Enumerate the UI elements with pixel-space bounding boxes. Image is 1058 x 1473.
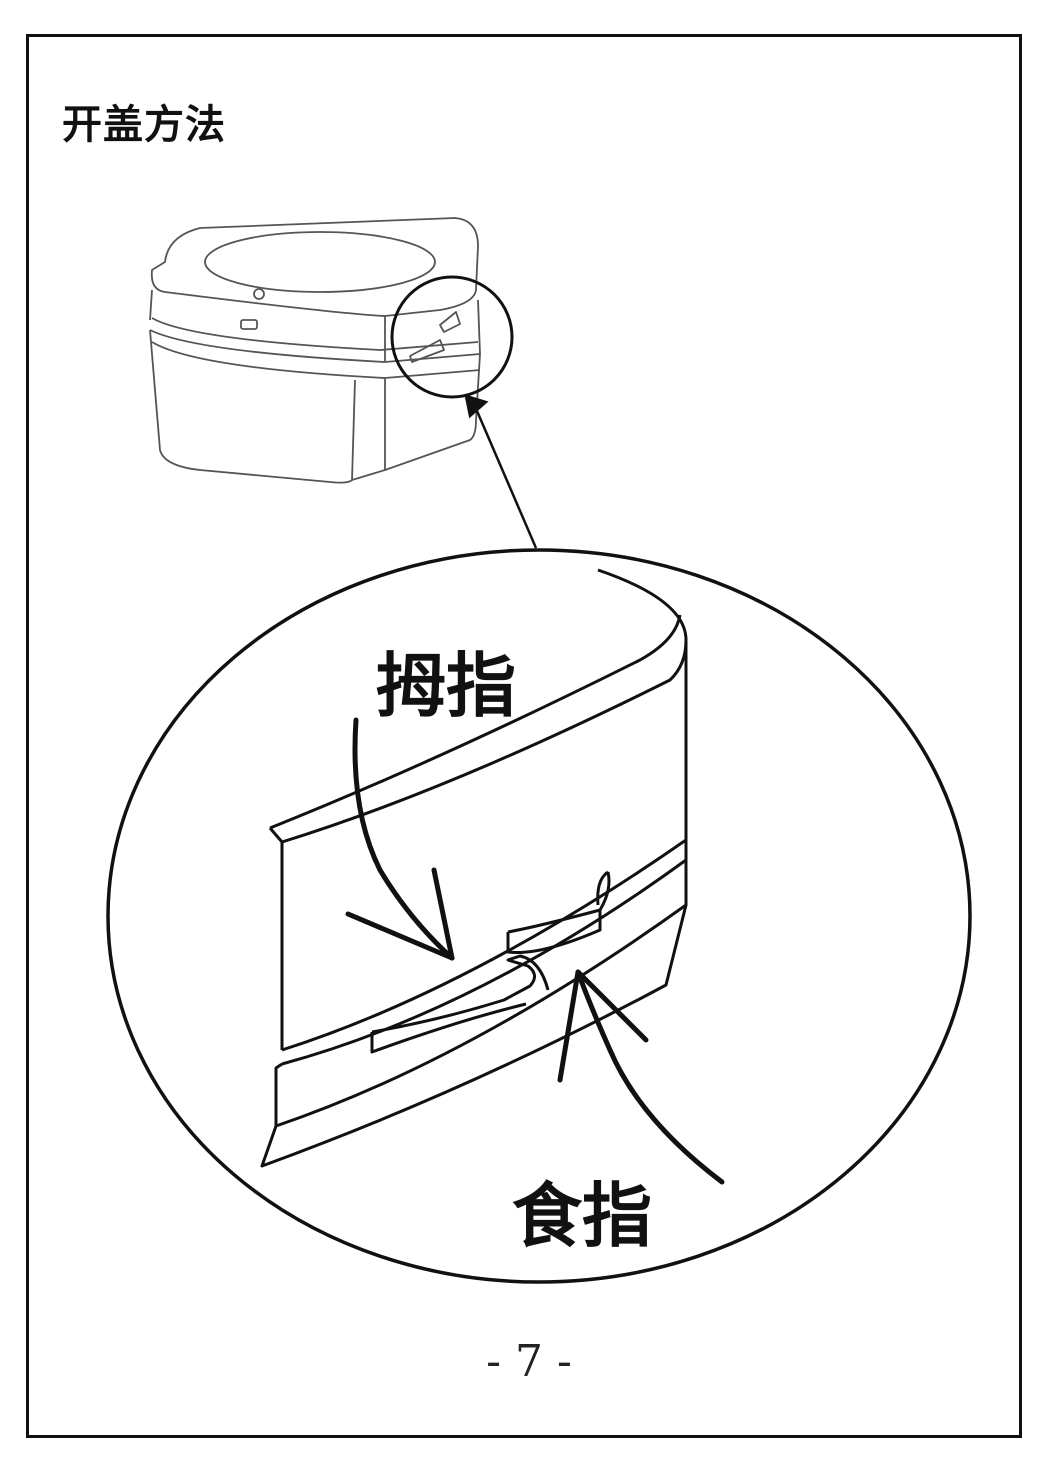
page-frame bbox=[26, 34, 1022, 1438]
thumb-label: 拇指 bbox=[376, 645, 516, 727]
magnified-lid-latch-drawing bbox=[260, 568, 688, 1168]
zoom-pointer-arrow bbox=[464, 394, 538, 549]
appliance-overview-drawing bbox=[149, 217, 481, 484]
detail-magnified-ellipse bbox=[106, 548, 972, 1284]
index-finger-label: 食指 bbox=[512, 1175, 652, 1257]
thumb-push-arrow bbox=[345, 717, 455, 961]
index-finger-push-arrow bbox=[557, 969, 725, 1185]
page-number: - 7 - bbox=[486, 1336, 572, 1387]
page-title: 开盖方法 bbox=[62, 102, 226, 148]
detail-zoom-circle bbox=[390, 275, 514, 399]
